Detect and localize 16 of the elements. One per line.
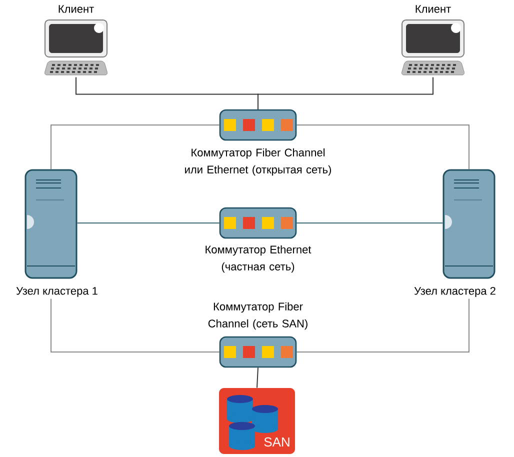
- switch-label: Коммутатор Fiber Channel или Ethernet (открытая сеть): [185, 148, 332, 176]
- connector-line: [76, 222, 220, 224]
- connector-line: [296, 222, 444, 224]
- connector-line: [296, 298, 470, 352]
- connector-line: [50, 298, 220, 352]
- node-label: Узел кластера 2: [414, 287, 496, 297]
- node-label: Клиент: [58, 5, 94, 13]
- connector-line: [50, 124, 220, 170]
- connector-line: [256, 367, 258, 388]
- node-label: Клиент: [416, 5, 451, 13]
- node-label: Узел кластера 1: [16, 287, 98, 297]
- connector-line: [296, 124, 470, 170]
- switch-label: Коммутатор Ethernet (частная сеть): [206, 245, 312, 273]
- connector-line: [258, 76, 434, 110]
- switch-label: Коммутатор Fiber Channel (сеть SAN): [208, 302, 308, 330]
- storage-drawing: SAN: [219, 388, 295, 454]
